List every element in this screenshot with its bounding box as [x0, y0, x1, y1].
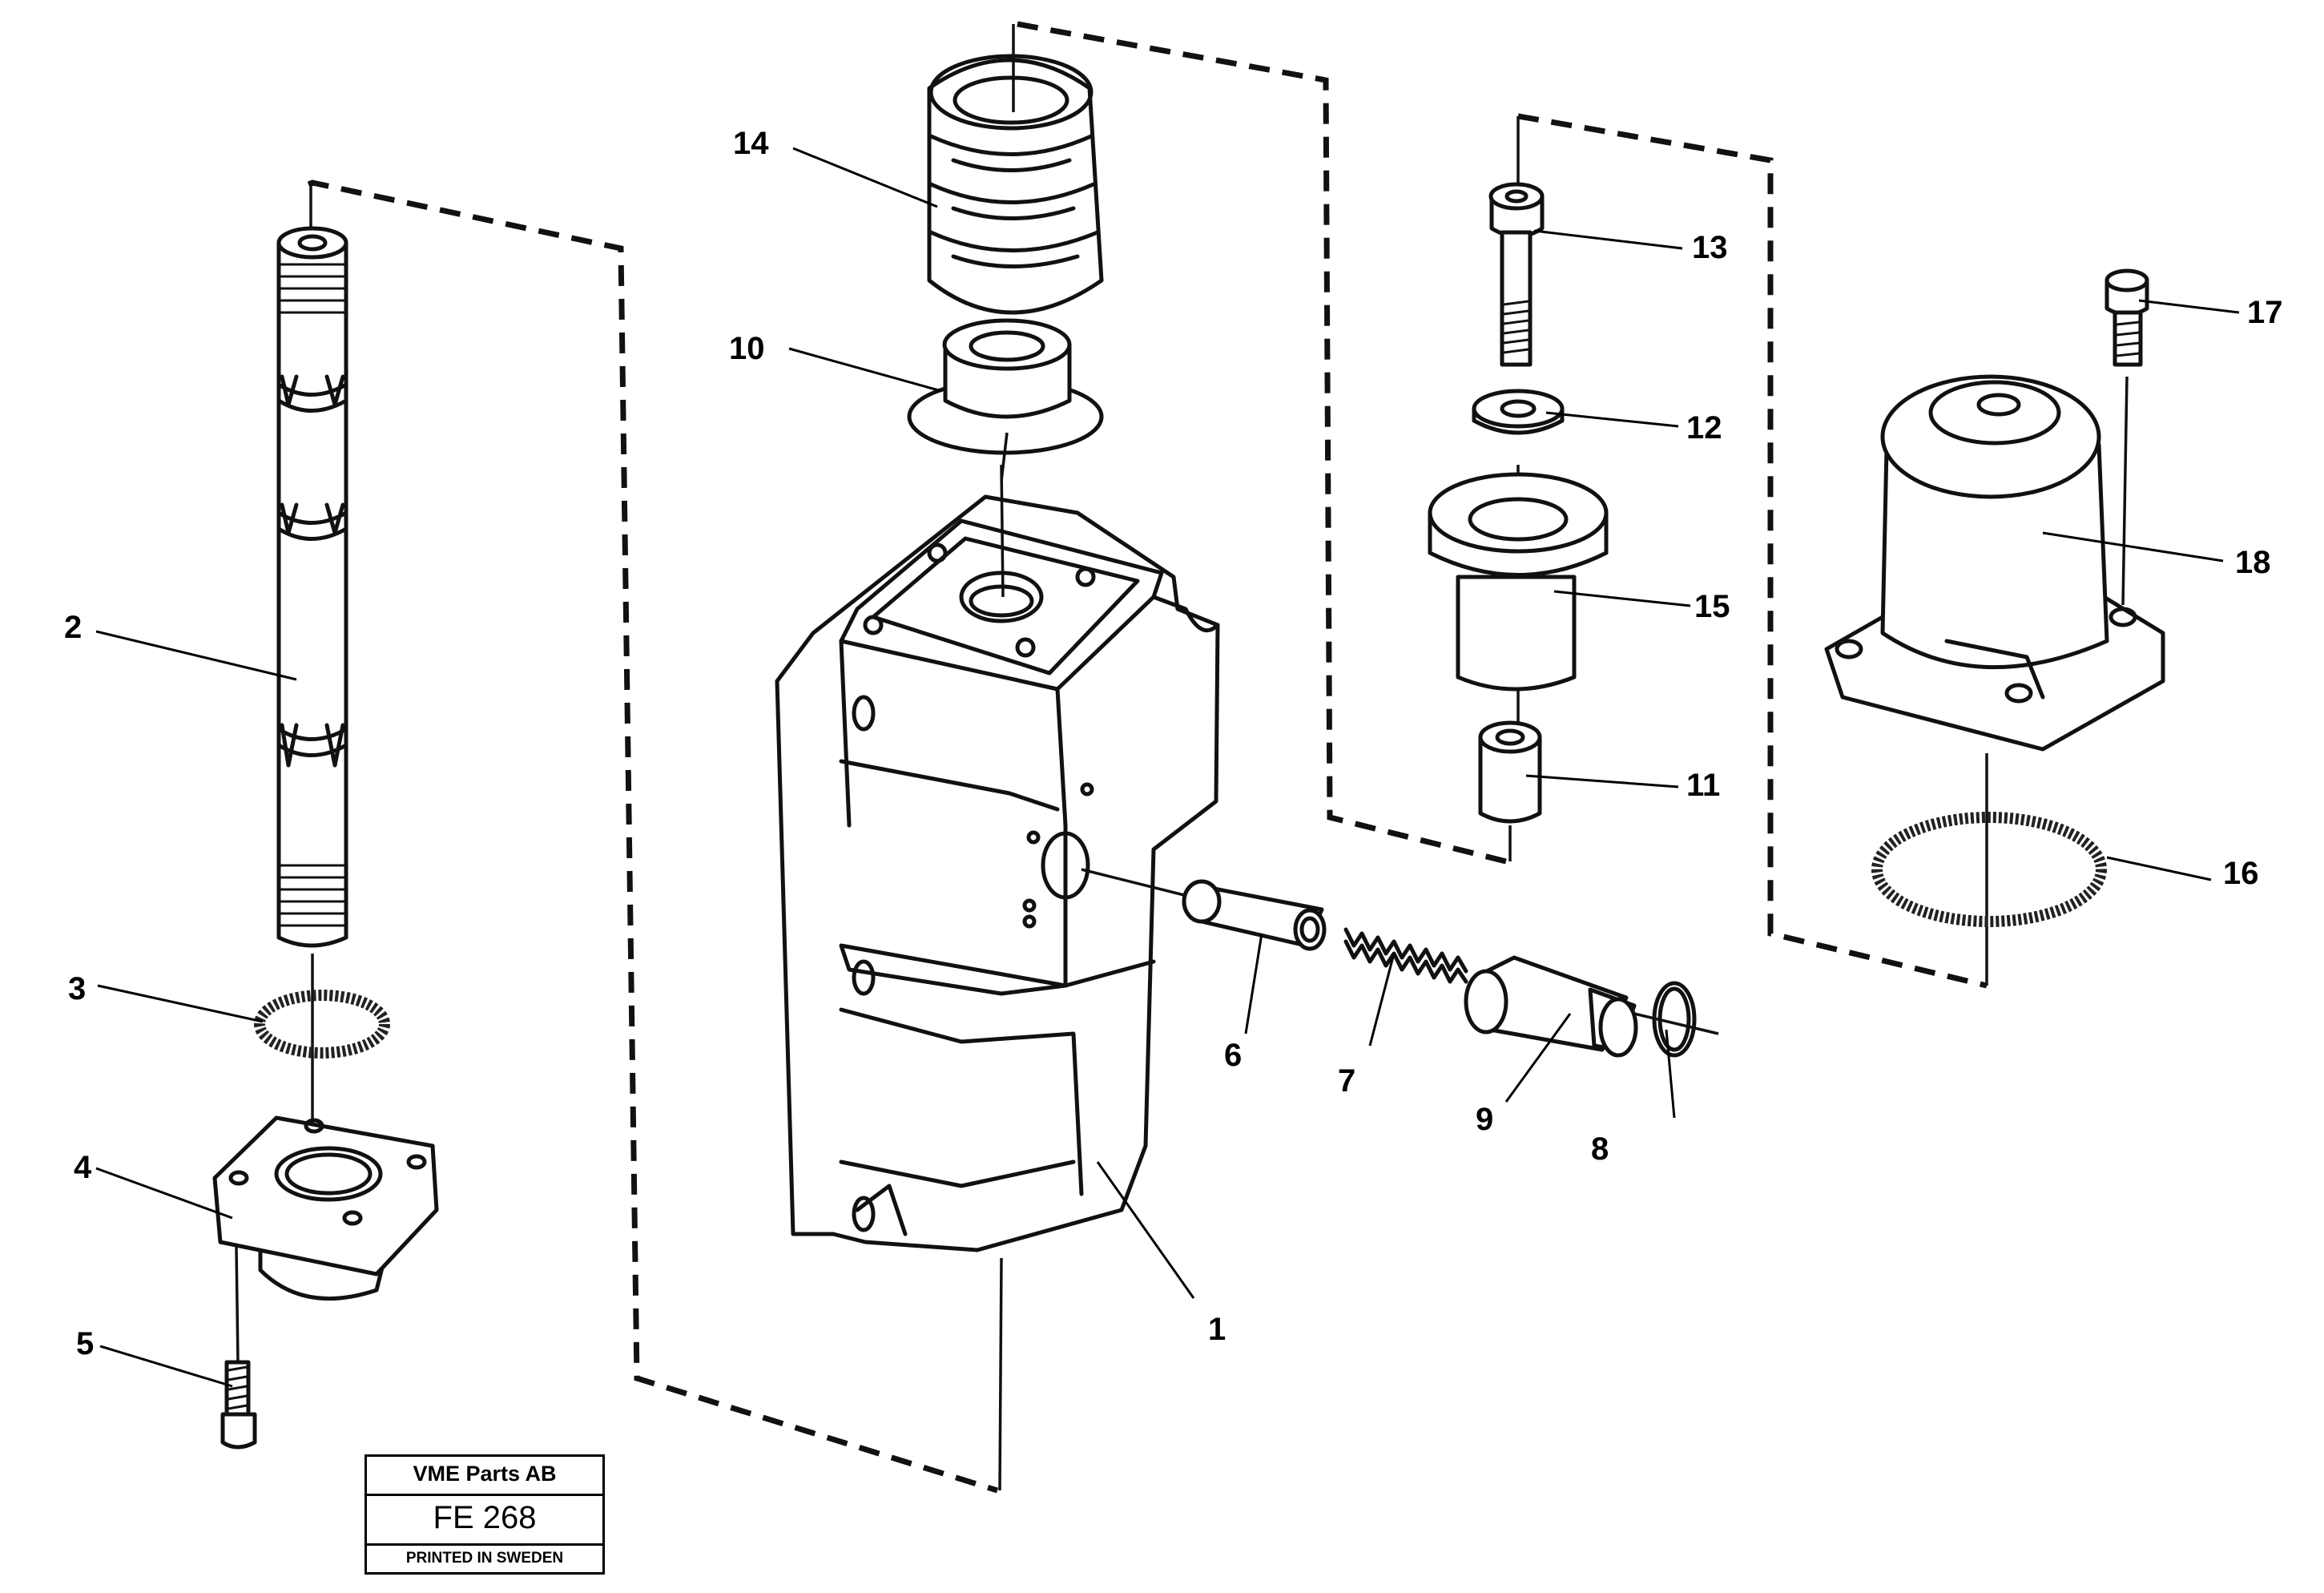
part-14-coil-spring [927, 24, 1104, 315]
callout-4: 4 [74, 1150, 92, 1185]
callout-18: 18 [2235, 545, 2271, 580]
callout-7: 7 [1338, 1063, 1355, 1099]
part-15-bushing [1428, 465, 1609, 737]
part-1-valve-housing [775, 464, 1220, 1491]
callout-11: 11 [1686, 768, 1720, 803]
callout-14: 14 [733, 126, 769, 161]
callout-17: 17 [2247, 295, 2283, 330]
stamp-divider [367, 1543, 602, 1546]
callout-15: 15 [1694, 589, 1730, 624]
stamp-company: VME Parts AB [413, 1462, 557, 1486]
part-7-small-spring [1343, 927, 1468, 984]
part-18-cover [1824, 374, 2165, 986]
part-9-piston [1464, 955, 1719, 1058]
callout-2: 2 [64, 610, 82, 645]
callout-13: 13 [1692, 230, 1728, 265]
callout-6: 6 [1224, 1038, 1242, 1073]
part-3-o-ring [254, 990, 390, 1059]
stamp-drawing-code: FE 268 [433, 1500, 537, 1535]
callout-numbers: 1 2 3 4 5 6 7 8 9 10 11 12 13 14 15 16 1… [64, 126, 2283, 1361]
stamp-printed-in: PRINTED IN SWEDEN [405, 1550, 564, 1567]
part-8-snap-ring [1652, 981, 1697, 1058]
part-12-washer [1472, 389, 1565, 435]
callout-5: 5 [76, 1326, 94, 1361]
leader-lines [95, 147, 2240, 1388]
callout-9: 9 [1476, 1102, 1493, 1137]
part-5-bolt [220, 1360, 257, 1450]
part-16-o-ring [1871, 812, 2107, 927]
callout-3: 3 [68, 971, 86, 1006]
part-11-small-sleeve [1478, 720, 1542, 861]
callout-10: 10 [729, 331, 765, 366]
stamp-divider [367, 1494, 602, 1496]
part-10-spring-seat [907, 318, 1104, 482]
callout-1: 1 [1208, 1312, 1226, 1347]
part-4-flange [212, 1115, 439, 1363]
part-17-bolt [2104, 268, 2149, 606]
part-2-shaft [276, 183, 348, 1146]
callout-12: 12 [1686, 410, 1722, 446]
callout-8: 8 [1591, 1131, 1609, 1167]
callout-16: 16 [2223, 856, 2259, 891]
part-6-sleeve [1182, 879, 1327, 951]
title-stamp: VME Parts AB FE 268 PRINTED IN SWEDEN [365, 1454, 605, 1575]
part-13-bolt [1488, 116, 1545, 367]
